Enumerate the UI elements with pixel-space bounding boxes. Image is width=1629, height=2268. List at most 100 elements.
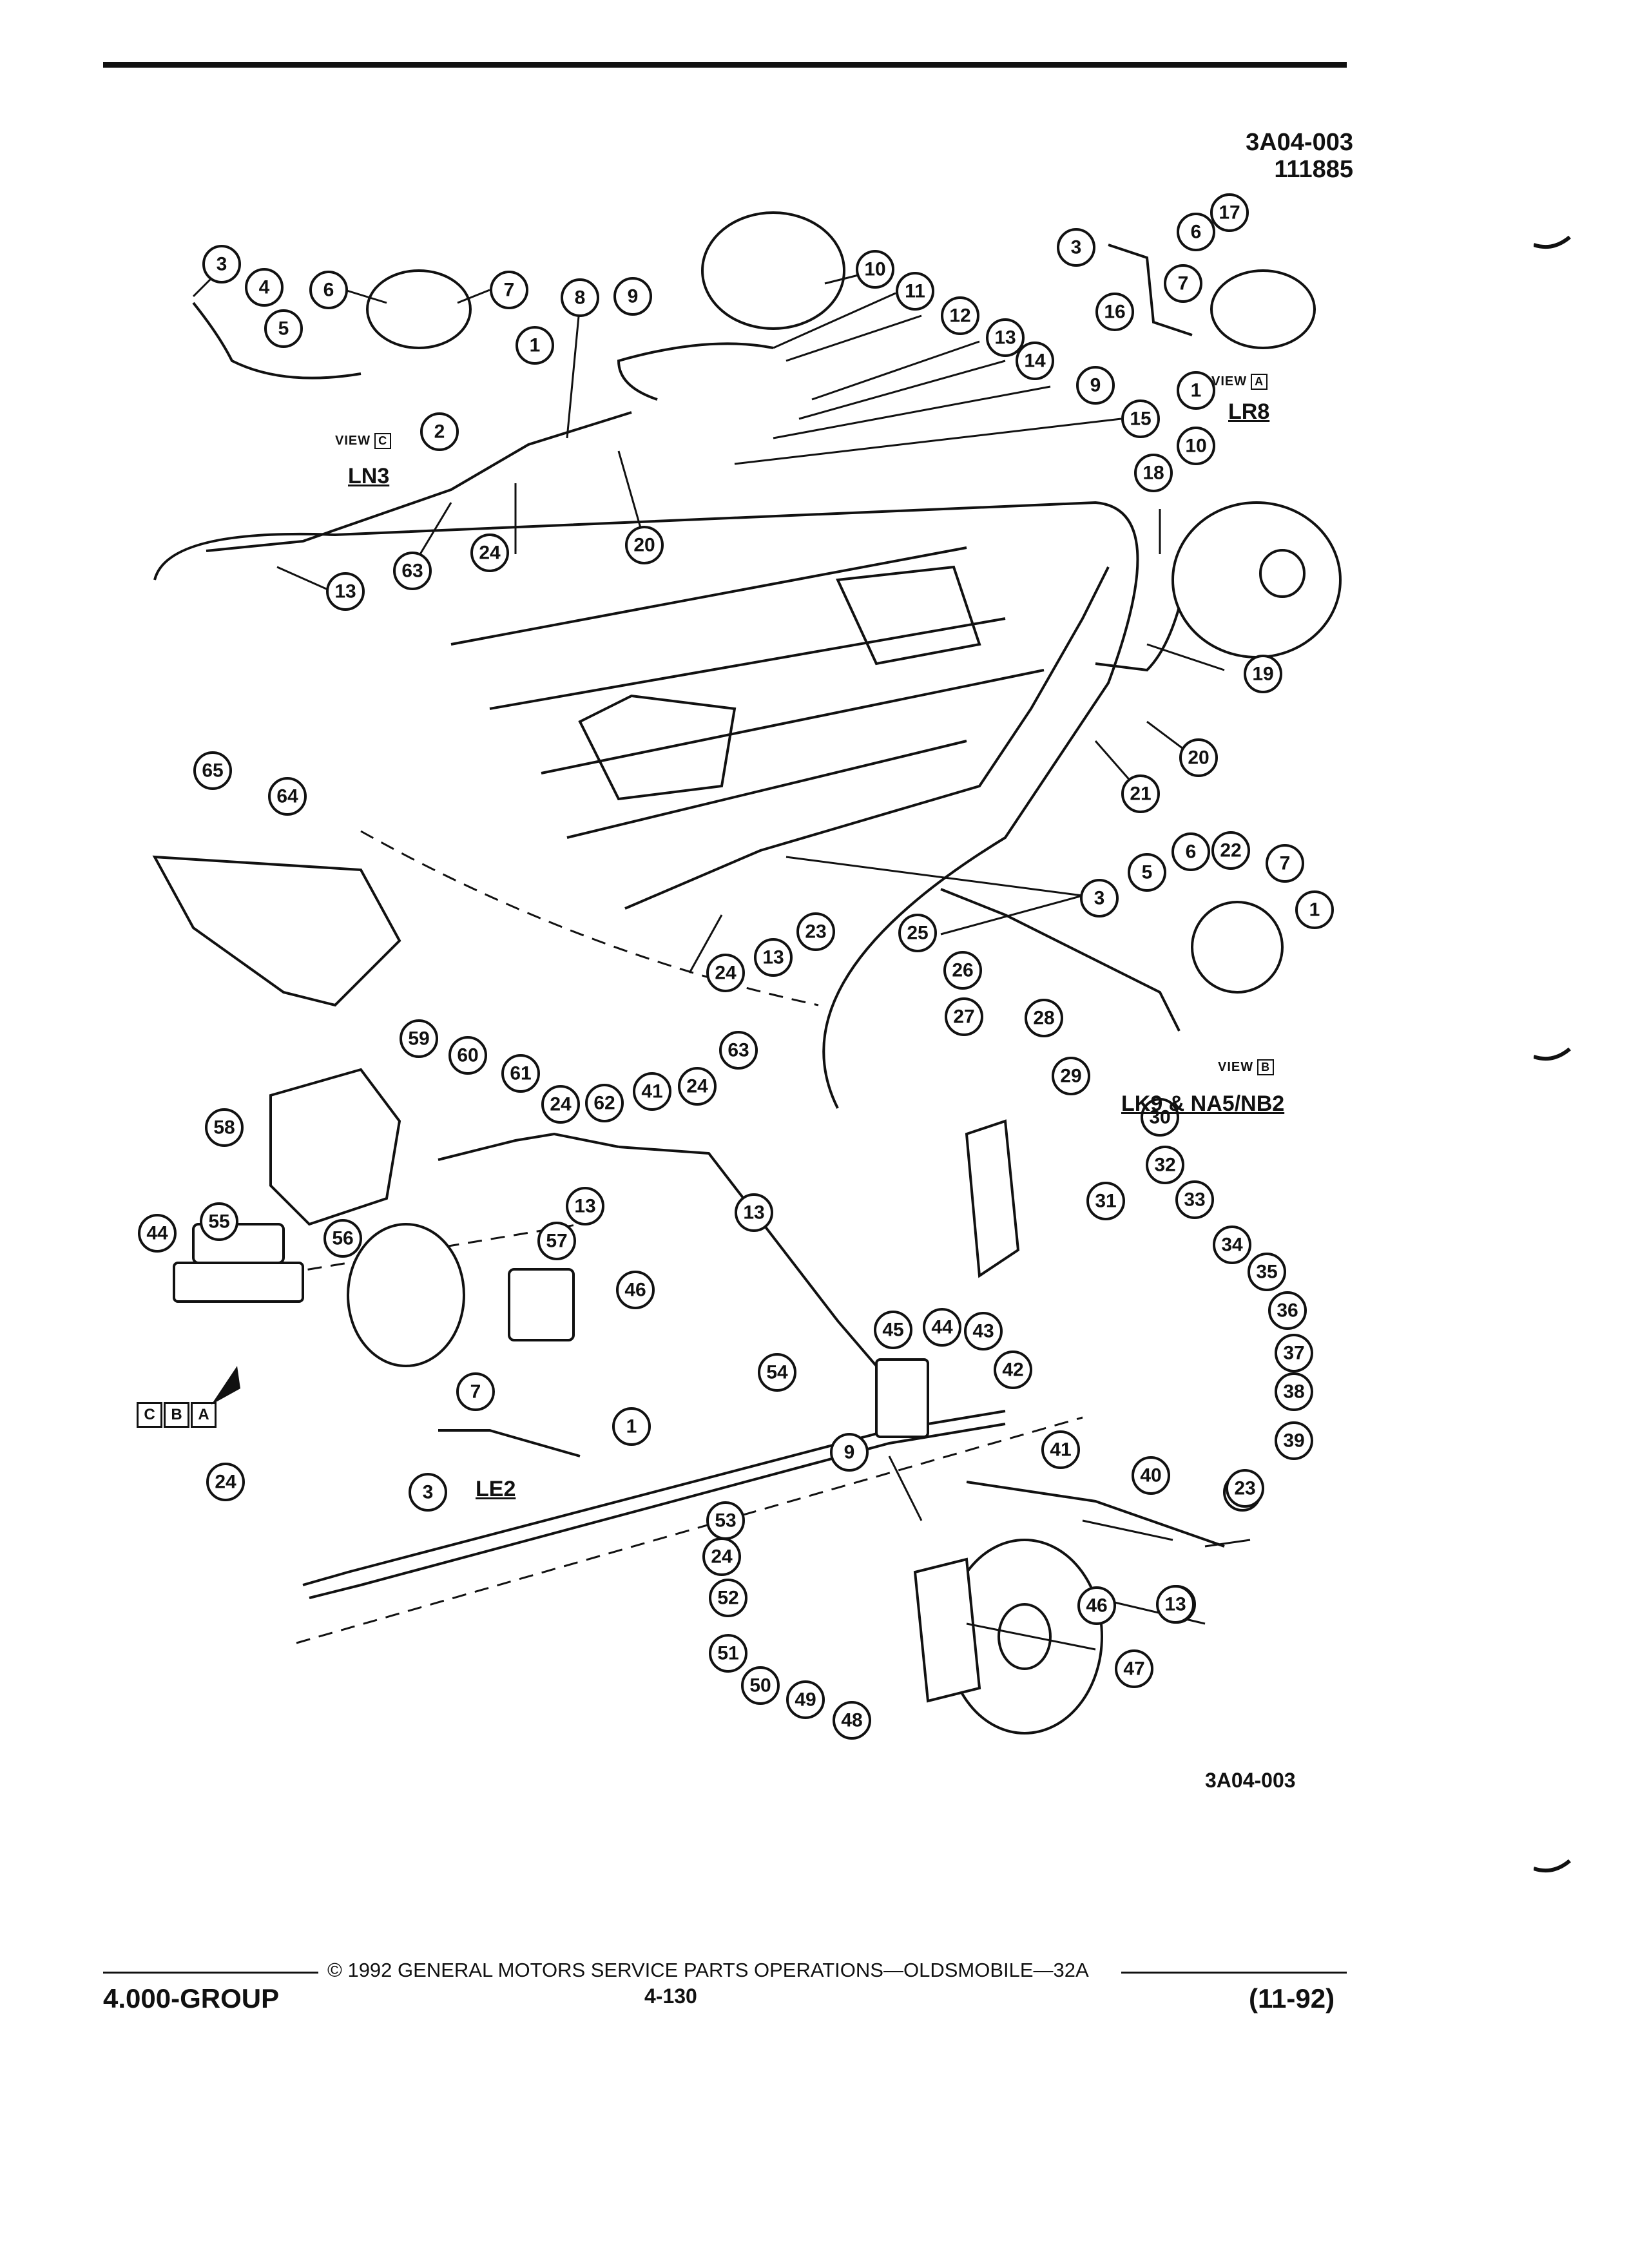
callout-49: 49	[786, 1680, 825, 1719]
callout-circle	[896, 272, 934, 311]
callout-circle	[1146, 1146, 1184, 1184]
view-arrow-icon	[211, 1366, 240, 1405]
callout-number: 2	[434, 421, 445, 443]
callout-circle	[1025, 999, 1063, 1037]
callout-number: 59	[408, 1028, 429, 1050]
callout-5: 5	[1128, 853, 1166, 892]
callout-number: 10	[864, 259, 885, 280]
callout-circle	[490, 271, 528, 309]
callout-number: 13	[762, 947, 784, 968]
callout-circle	[1128, 853, 1166, 892]
view-word: VIEW	[1211, 374, 1248, 389]
callout-9: 9	[1076, 366, 1115, 405]
callout-number: 41	[1050, 1439, 1071, 1461]
callout-53: 53	[706, 1501, 745, 1540]
callout-circle	[833, 1701, 871, 1740]
callout-circle	[1275, 1334, 1313, 1372]
callout-29: 29	[1052, 1057, 1090, 1095]
callout-circle	[709, 1634, 747, 1673]
callout-circle	[1268, 1291, 1307, 1330]
callout-circle	[1213, 1225, 1251, 1264]
callout-45: 45	[874, 1311, 912, 1349]
page-edge-mark-1	[1534, 235, 1571, 249]
callout-circle	[585, 1084, 624, 1122]
callout-3: 3	[1057, 228, 1095, 267]
callout-number: 20	[633, 535, 655, 556]
callout-number: 45	[882, 1320, 903, 1341]
callout-circle	[741, 1666, 780, 1705]
callout-number: 56	[332, 1228, 353, 1249]
callout-number: 49	[795, 1689, 816, 1711]
callout-41: 41	[1041, 1430, 1080, 1469]
callout-number: 17	[1219, 202, 1240, 224]
callout-13: 13	[754, 938, 793, 977]
callout-number: 31	[1095, 1191, 1116, 1212]
callout-circle	[633, 1072, 671, 1111]
callout-circle	[1210, 193, 1249, 232]
callout-circle	[735, 1193, 773, 1232]
callout-24: 24	[702, 1537, 741, 1576]
callout-circle	[1121, 399, 1160, 438]
callout-number: 1	[1191, 380, 1202, 401]
callout-15: 15	[1121, 399, 1160, 438]
variant-lr8: LR8	[1228, 399, 1270, 424]
callout-circle	[1177, 371, 1215, 410]
callout-circle	[1080, 879, 1119, 918]
callout-number: 19	[1252, 664, 1273, 685]
callout-number: 46	[624, 1280, 646, 1301]
callout-31: 31	[1086, 1182, 1125, 1220]
callout-24: 24	[206, 1463, 245, 1501]
callout-number: 3	[423, 1482, 434, 1503]
vehicle-floor-outline	[153, 501, 1139, 1109]
callout-7: 7	[1164, 264, 1202, 303]
engine-assembly	[152, 855, 401, 1007]
callout-number: 28	[1033, 1008, 1054, 1029]
callout-48: 48	[833, 1701, 871, 1740]
callout-circle	[994, 1350, 1032, 1389]
callout-24: 24	[541, 1085, 580, 1124]
callout-number: 43	[972, 1321, 994, 1342]
callout-number: 24	[550, 1094, 572, 1115]
view-arrow-a: A	[191, 1402, 217, 1428]
callout-10: 10	[856, 250, 894, 289]
callout-46: 46	[1077, 1586, 1116, 1625]
page-edge-mark-3	[1534, 1859, 1571, 1872]
left-front-brake-pipe	[438, 1132, 619, 1161]
view-b-box: B	[1257, 1059, 1275, 1075]
callout-54: 54	[758, 1353, 796, 1392]
callout-circle	[448, 1036, 487, 1075]
callout-24: 24	[678, 1067, 717, 1106]
callout-number: 6	[323, 280, 334, 301]
vacuum-booster-view-b	[1191, 901, 1284, 994]
callout-circle	[202, 245, 241, 284]
callout-number: 55	[208, 1211, 229, 1233]
callout-24: 24	[706, 954, 745, 992]
callout-25: 25	[898, 914, 937, 952]
callout-1: 1	[612, 1407, 651, 1446]
callout-number: 5	[1142, 862, 1153, 883]
flex-hose-rear-left	[617, 342, 774, 401]
callout-number: 24	[686, 1076, 708, 1097]
callout-circle	[326, 572, 365, 611]
callout-circle	[1266, 844, 1304, 883]
callout-number: 40	[1140, 1465, 1161, 1486]
rear-brake-pipe	[206, 411, 632, 552]
callout-circle	[1275, 1372, 1313, 1411]
callout-65: 65	[193, 751, 232, 790]
callout-circle	[1164, 264, 1202, 303]
callout-number: 20	[1188, 747, 1209, 769]
callout-circle	[1179, 738, 1218, 777]
callout-62: 62	[585, 1084, 624, 1122]
callout-57: 57	[537, 1222, 576, 1260]
callout-7: 7	[490, 271, 528, 309]
date-code: 111885	[1274, 156, 1353, 183]
callout-20: 20	[625, 526, 664, 564]
callout-27: 27	[945, 997, 983, 1036]
callout-number: 3	[1094, 888, 1105, 909]
callout-number: 8	[575, 287, 586, 309]
callout-circle	[796, 912, 835, 951]
leader-lines	[192, 263, 1251, 1651]
